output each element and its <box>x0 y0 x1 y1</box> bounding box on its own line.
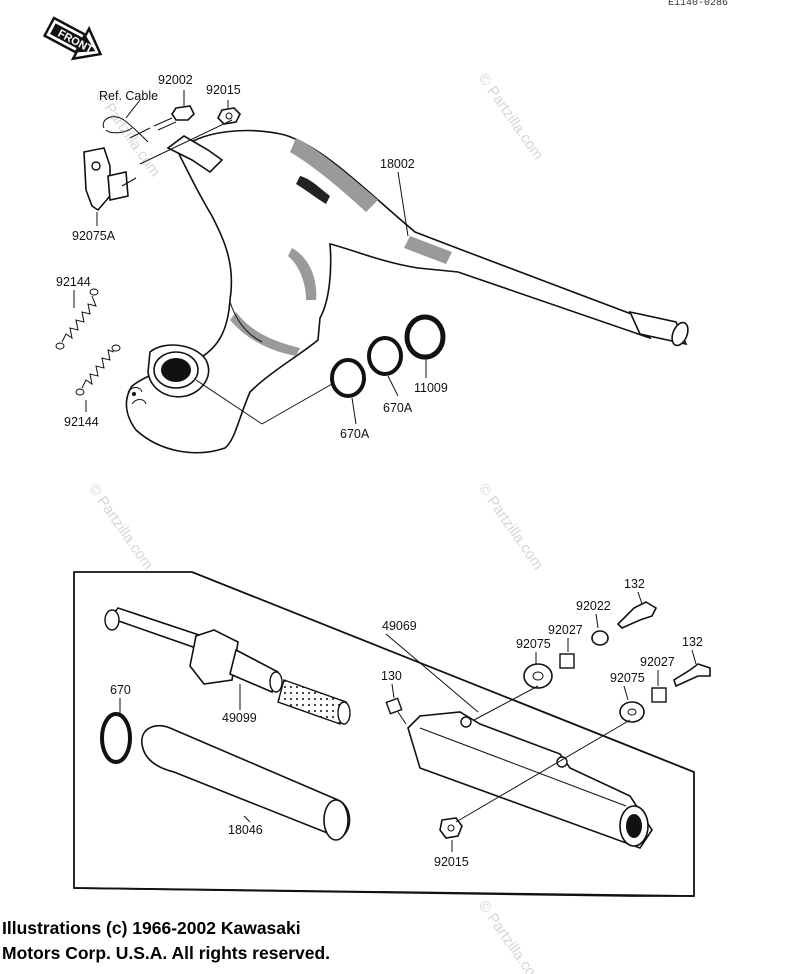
screw-130 <box>385 697 407 725</box>
bolt-92002 <box>129 105 195 139</box>
bolt-132-a <box>616 601 658 629</box>
label-670A-b: 670A <box>340 427 370 441</box>
bracket-92075A <box>83 147 137 212</box>
o-ring-670 <box>100 712 132 764</box>
expansion-chamber <box>125 129 689 454</box>
nut-92015-top <box>217 107 241 125</box>
watermark-5: © Partzilla.com <box>475 898 547 974</box>
label-49099: 49099 <box>222 711 257 725</box>
label-92015-bottom: 92015 <box>434 855 469 869</box>
ref-cable-clip <box>102 116 149 143</box>
nut-92015-bottom <box>439 817 463 839</box>
part-labels: 92002 Ref. Cable 92015 18002 92075A 9214… <box>56 73 703 869</box>
washer-92022 <box>591 630 609 646</box>
watermark-4: © Partzilla.com <box>475 481 547 574</box>
grommet-92075-a <box>523 663 553 689</box>
front-arrow-icon: FRONT <box>42 16 103 61</box>
o-ring-670A-a <box>367 336 403 376</box>
label-49069: 49069 <box>382 619 417 633</box>
label-132-a: 132 <box>624 577 645 591</box>
leader-lines-upper <box>73 90 427 425</box>
label-92002: 92002 <box>158 73 193 87</box>
label-92022: 92022 <box>576 599 611 613</box>
springs-92144 <box>55 288 121 396</box>
label-18002: 18002 <box>380 157 415 171</box>
label-ref-cable: Ref. Cable <box>99 89 158 103</box>
silencer-body <box>407 711 653 849</box>
inner-pipe-49099 <box>104 607 351 725</box>
copyright-line-1: Illustrations (c) 1966-2002 Kawasaki <box>2 918 301 938</box>
label-11009: 11009 <box>414 381 448 395</box>
packing-18046 <box>141 724 351 841</box>
leader-lines-lower <box>119 591 697 852</box>
label-92144-a: 92144 <box>56 275 91 289</box>
label-92075-a: 92075 <box>516 637 551 651</box>
label-92144-b: 92144 <box>64 415 99 429</box>
label-92027-b: 92027 <box>640 655 675 669</box>
label-670A-a: 670A <box>383 401 413 415</box>
watermark-2: © Partzilla.com <box>475 71 547 164</box>
label-92015-top: 92015 <box>206 83 241 97</box>
label-132-b: 132 <box>682 635 703 649</box>
grommet-92075-b <box>619 701 645 723</box>
o-ring-670A-b <box>330 358 366 398</box>
collar-92027-a <box>559 653 575 669</box>
copyright-notice: Illustrations (c) 1966-2002 Kawasaki Mot… <box>2 916 330 966</box>
figure-code: E1140-0286 <box>668 0 729 9</box>
collar-92027-b <box>651 687 667 703</box>
label-130: 130 <box>381 669 402 683</box>
label-92075-b: 92075 <box>610 671 645 685</box>
label-92075A: 92075A <box>72 229 116 243</box>
label-18046: 18046 <box>228 823 263 837</box>
silencer-panel <box>73 571 695 897</box>
label-92027-a: 92027 <box>548 623 583 637</box>
copyright-line-2: Motors Corp. U.S.A. All rights reserved. <box>2 943 331 963</box>
watermark-3: © Partzilla.com <box>85 481 157 574</box>
gasket-11009 <box>404 314 446 360</box>
label-670: 670 <box>110 683 131 697</box>
bolt-132-b <box>673 663 711 688</box>
